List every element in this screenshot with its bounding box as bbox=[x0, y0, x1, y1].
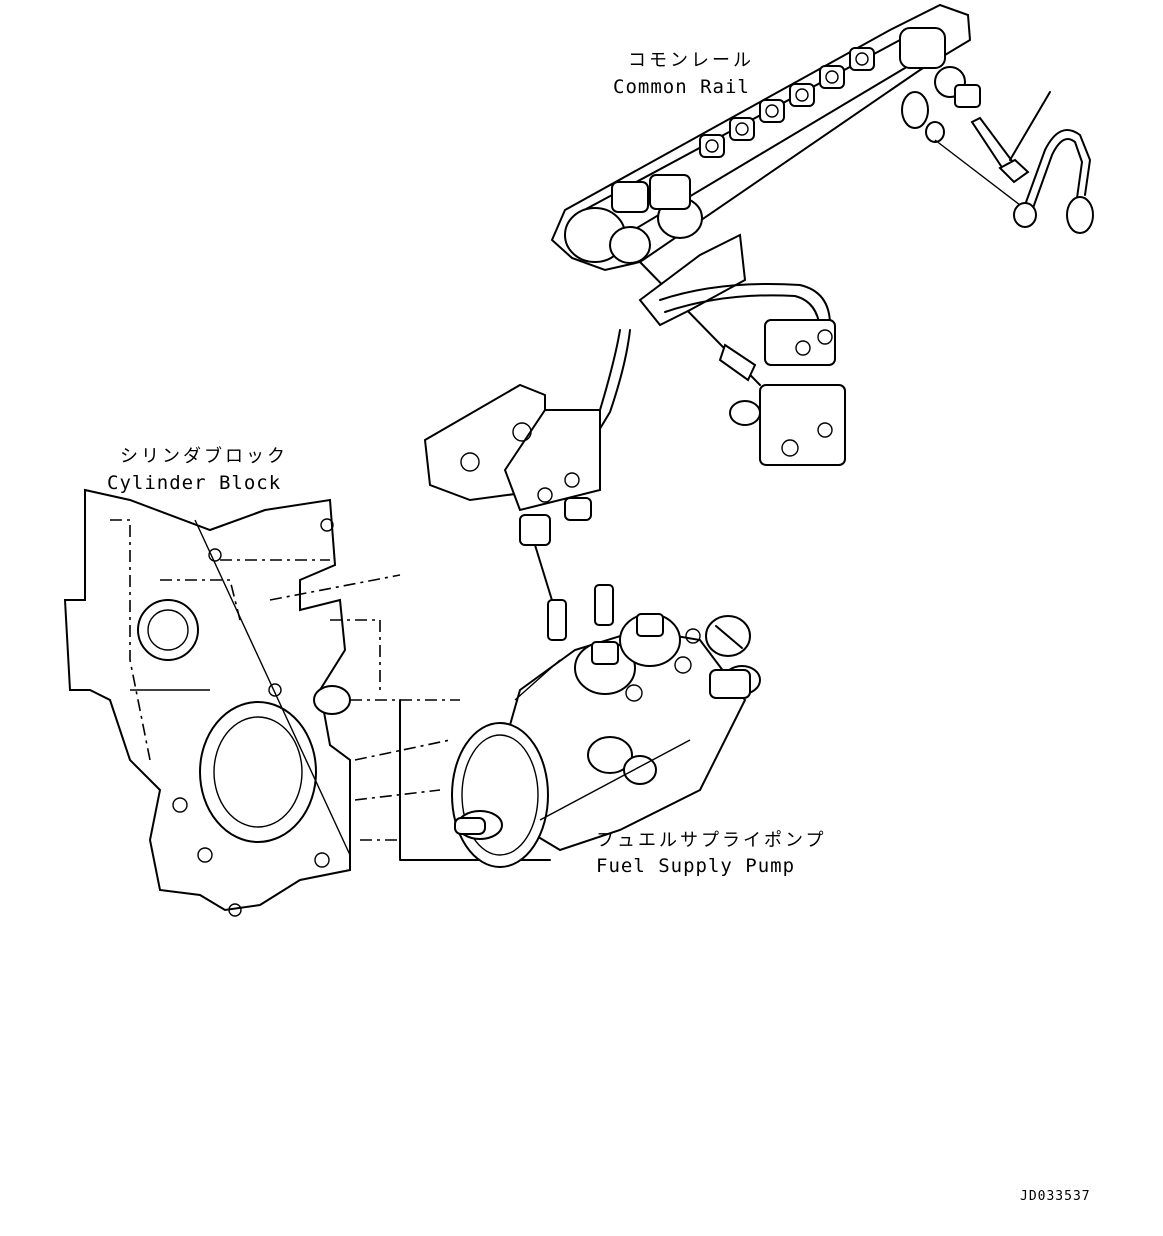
common-rail-label-en: Common Rail bbox=[613, 76, 750, 98]
common-rail-drawing bbox=[550, 3, 1094, 272]
fuel-supply-pump-drawing bbox=[399, 584, 761, 868]
fuel-pump-label-jp: フュエルサプライポンプ bbox=[596, 830, 827, 851]
cylinder-block-label-jp: シリンダブロック bbox=[120, 446, 288, 467]
pipe-clamp-drawing bbox=[423, 233, 846, 611]
drawing-code: JD033537 bbox=[1020, 1189, 1091, 1204]
cylinder-block-label-en: Cylinder Block bbox=[107, 472, 282, 494]
cylinder-block-drawing bbox=[63, 488, 460, 917]
common-rail-label-jp: コモンレール bbox=[628, 50, 754, 71]
fuel-pump-label-en: Fuel Supply Pump bbox=[596, 855, 796, 877]
